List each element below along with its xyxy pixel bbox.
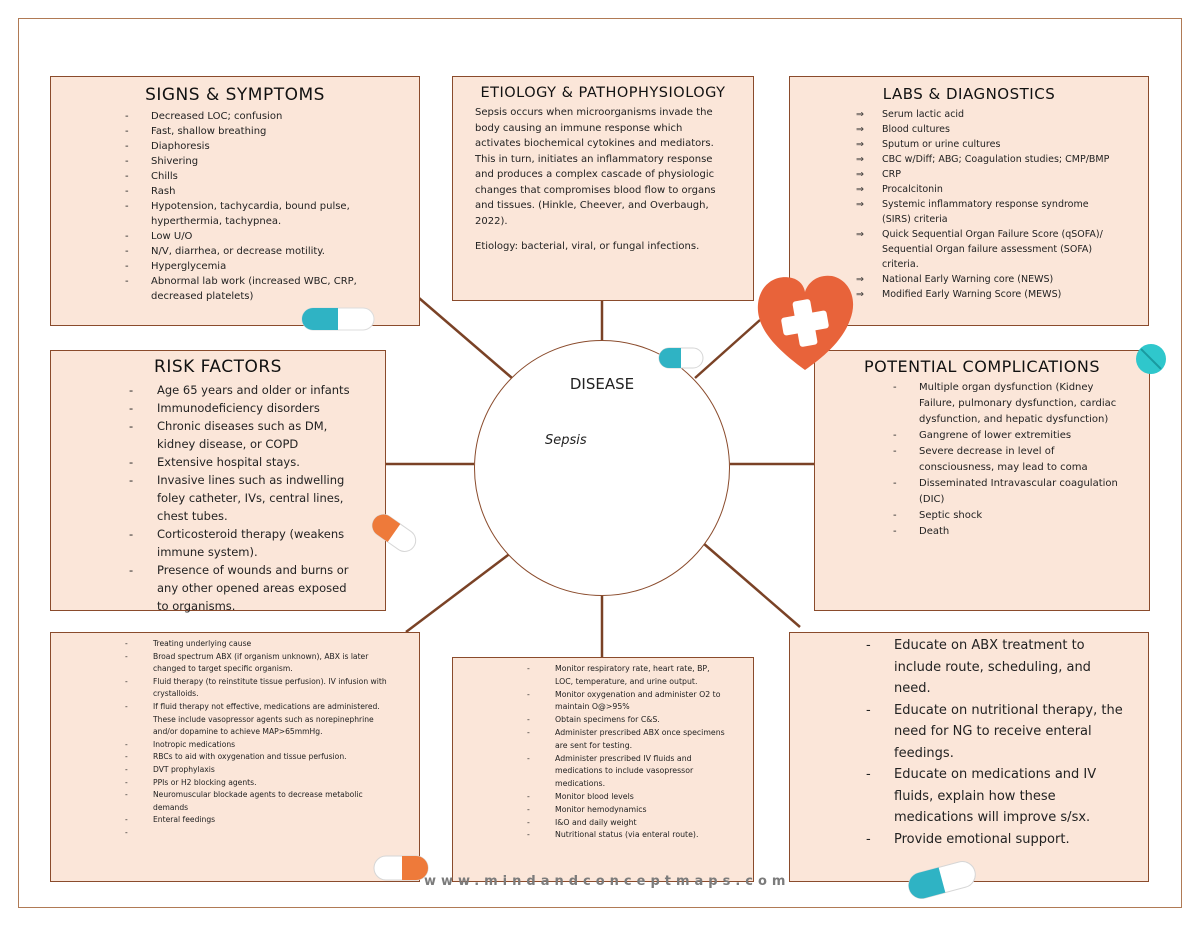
watermark: www.mindandconceptmaps.com xyxy=(424,874,791,889)
risk-factor-item: Invasive lines such as indwelling foley … xyxy=(129,471,357,525)
etiology-box: ETIOLOGY & PATHOPHYSIOLOGY Sepsis occurs… xyxy=(452,76,754,301)
labs-item: Procalcitonin xyxy=(856,182,1118,197)
education-item: Provide emotional support. xyxy=(866,829,1126,851)
nursing-item: Administer prescribed ABX once specimens… xyxy=(527,727,729,753)
nursing-item: Monitor respiratory rate, heart rate, BP… xyxy=(527,663,729,689)
education-item: Educate on nutritional therapy, the need… xyxy=(866,700,1126,765)
nursing-item: Monitor oxygenation and administer O2 to… xyxy=(527,689,729,715)
risk-factor-item: Presence of wounds and burns or any othe… xyxy=(129,561,357,615)
education-item: Educate on medications and IV fluids, ex… xyxy=(866,764,1126,829)
labs-title: LABS & DIAGNOSTICS xyxy=(882,85,1056,103)
labs-list: Serum lactic acidBlood culturesSputum or… xyxy=(790,107,1148,302)
pill-orange-bottom-icon xyxy=(373,855,429,881)
signs-symptoms-title: SIGNS & SYMPTOMS xyxy=(145,85,325,105)
disease-name: Sepsis xyxy=(545,433,587,448)
etiology-paragraph: Sepsis occurs when microorganisms invade… xyxy=(475,107,716,227)
pill-teal-icon xyxy=(301,307,375,331)
labs-item: Blood cultures xyxy=(856,122,1118,137)
complication-item: Septic shock xyxy=(893,508,1123,524)
signs-symptoms-item: Low U/O xyxy=(125,229,379,244)
complication-item: Death xyxy=(893,524,1123,540)
labs-item: Sputum or urine cultures xyxy=(856,137,1118,152)
risk-factor-item: Immunodeficiency disorders xyxy=(129,399,357,417)
labs-item: Serum lactic acid xyxy=(856,107,1118,122)
education-item: Educate on ABX treatment to include rout… xyxy=(866,635,1126,700)
complications-title: POTENTIAL COMPLICATIONS xyxy=(864,357,1100,376)
labs-item: CRP xyxy=(856,167,1118,182)
signs-symptoms-list: Decreased LOC; confusionFast, shallow br… xyxy=(51,109,419,304)
pill-teal-small-icon xyxy=(658,347,704,369)
nursing-item: Administer prescribed IV fluids and medi… xyxy=(527,753,729,791)
labs-box: LABS & DIAGNOSTICS Serum lactic acidBloo… xyxy=(789,76,1149,326)
risk-factor-item: Extensive hospital stays. xyxy=(129,453,357,471)
treatment-item: PPIs or H2 blocking agents. xyxy=(125,777,393,790)
complication-item: Severe decrease in level of consciousnes… xyxy=(893,444,1123,476)
heart-medical-icon xyxy=(757,275,854,370)
treatment-item: DVT prophylaxis xyxy=(125,764,393,777)
education-box: Educate on ABX treatment to include rout… xyxy=(789,632,1149,882)
labs-item: National Early Warning core (NEWS) xyxy=(856,272,1118,287)
treatment-item: RBCs to aid with oxygenation and tissue … xyxy=(125,751,393,764)
treatment-item: Enteral feedings xyxy=(125,814,393,827)
complication-item: Multiple organ dysfunction (Kidney Failu… xyxy=(893,380,1123,428)
treatment-box: Treating underlying causeBroad spectrum … xyxy=(50,632,420,882)
treatment-item: Fluid therapy (to reinstitute tissue per… xyxy=(125,676,393,701)
treatment-item: Treating underlying cause xyxy=(125,638,393,651)
education-list: Educate on ABX treatment to include rout… xyxy=(790,633,1148,850)
complication-item: Disseminated Intravascular coagulation (… xyxy=(893,476,1123,508)
pill-orange-icon xyxy=(371,514,417,552)
nursing-item: Obtain specimens for C&S. xyxy=(527,714,729,727)
signs-symptoms-item: Shivering xyxy=(125,154,379,169)
labs-item: CBC w/Diff; ABG; Coagulation studies; CM… xyxy=(856,152,1118,167)
risk-factor-item: Corticosteroid therapy (weakens immune s… xyxy=(129,525,357,561)
signs-symptoms-box: SIGNS & SYMPTOMS Decreased LOC; confusio… xyxy=(50,76,420,326)
nursing-item: I&O and daily weight xyxy=(527,817,729,830)
signs-symptoms-item: Fast, shallow breathing xyxy=(125,124,379,139)
pill-teal-bottom-icon xyxy=(908,861,976,899)
nursing-box: Monitor respiratory rate, heart rate, BP… xyxy=(452,657,754,882)
page-frame xyxy=(18,18,1182,908)
signs-symptoms-item: Chills xyxy=(125,169,379,184)
treatment-item: Neuromuscular blockade agents to decreas… xyxy=(125,789,393,814)
labs-item: Quick Sequential Organ Failure Score (qS… xyxy=(856,227,1118,272)
risk-factors-box: RISK FACTORS Age 65 years and older or i… xyxy=(50,350,386,613)
nursing-list: Monitor respiratory rate, heart rate, BP… xyxy=(453,658,753,842)
treatment-list: Treating underlying causeBroad spectrum … xyxy=(51,633,419,840)
signs-symptoms-item: Diaphoresis xyxy=(125,139,379,154)
signs-symptoms-item: Rash xyxy=(125,184,379,199)
risk-factor-item: Chronic diseases such as DM, kidney dise… xyxy=(129,417,357,453)
signs-symptoms-item: Hypotension, tachycardia, bound pulse, h… xyxy=(125,199,379,229)
treatment-item: If fluid therapy not effective, medicati… xyxy=(125,701,393,739)
signs-symptoms-item: N/V, diarrhea, or decrease motility. xyxy=(125,244,379,259)
signs-symptoms-item: Decreased LOC; confusion xyxy=(125,109,379,124)
nursing-item: Monitor hemodynamics xyxy=(527,804,729,817)
risk-factors-list: Age 65 years and older or infantsImmunod… xyxy=(51,381,385,615)
nursing-item: Monitor blood levels xyxy=(527,791,729,804)
signs-symptoms-item: Abnormal lab work (increased WBC, CRP, d… xyxy=(125,274,379,304)
signs-symptoms-item: Hyperglycemia xyxy=(125,259,379,274)
complications-list: Multiple organ dysfunction (Kidney Failu… xyxy=(815,380,1149,540)
etiology-line: Etiology: bacterial, viral, or fungal in… xyxy=(475,241,700,252)
risk-factors-title: RISK FACTORS xyxy=(154,357,282,377)
tablet-teal-icon xyxy=(1136,344,1166,374)
labs-item: Systemic inflammatory response syndrome … xyxy=(856,197,1118,227)
complications-box: POTENTIAL COMPLICATIONS Multiple organ d… xyxy=(814,350,1150,611)
complication-item: Gangrene of lower extremities xyxy=(893,428,1123,444)
etiology-title: ETIOLOGY & PATHOPHYSIOLOGY xyxy=(480,85,726,101)
labs-item: Modified Early Warning Score (MEWS) xyxy=(856,287,1118,302)
nursing-item: Nutritional status (via enteral route). xyxy=(527,829,729,842)
treatment-item: Broad spectrum ABX (if organism unknown)… xyxy=(125,651,393,676)
treatment-item: Inotropic medications xyxy=(125,739,393,752)
risk-factor-item: Age 65 years and older or infants xyxy=(129,381,357,399)
disease-label: DISEASE xyxy=(569,375,635,393)
disease-circle: DISEASE Sepsis xyxy=(474,340,730,596)
